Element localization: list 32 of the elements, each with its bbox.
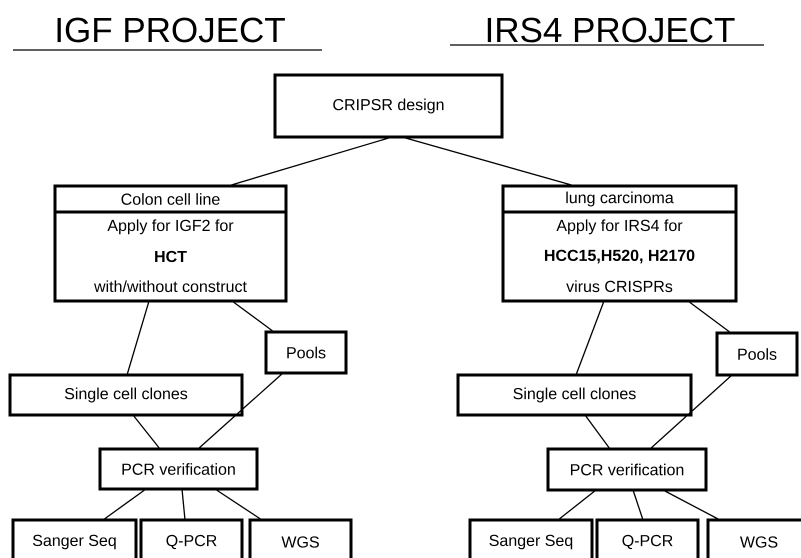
connector-line <box>688 300 732 334</box>
process-box: Single cell clones <box>8 374 244 416</box>
process-box: Pools <box>264 330 348 374</box>
process-box: Pools <box>716 332 798 376</box>
connector-line <box>575 300 605 376</box>
connector-line <box>228 136 392 187</box>
design-box: CRIPSR design <box>274 74 504 138</box>
process-box: Q-PCR <box>140 518 244 558</box>
connector-line <box>132 414 161 450</box>
process-box: Single cell clones <box>456 374 692 416</box>
connector-line <box>662 489 720 521</box>
process-box: PCR verification <box>546 448 708 492</box>
connector-line <box>126 300 150 376</box>
connector-line <box>558 490 596 521</box>
process-box: PCR verification <box>98 448 258 490</box>
project-heading: IRS4 PROJECT <box>450 18 764 46</box>
process-box: WGS <box>706 518 801 558</box>
process-box: Q-PCR <box>596 518 700 558</box>
connector-line <box>181 488 186 520</box>
connector-line <box>198 372 284 450</box>
connector-line <box>214 488 262 521</box>
process-box: Sanger Seq <box>12 518 138 558</box>
project-heading: IGF PROJECT <box>13 18 322 51</box>
connector-line <box>102 488 146 521</box>
process-box: WGS <box>248 518 352 558</box>
connector-line <box>584 414 611 450</box>
connector-line <box>632 490 644 520</box>
connector-line <box>650 374 732 450</box>
process-box: Colon cell line Apply for IGF2 for HCT with/without construct <box>54 184 288 302</box>
process-box: Sanger Seq <box>468 518 594 558</box>
connector-line <box>232 300 274 333</box>
process-box: lung carcinoma Apply for IRS4 for HCC15,H520, H2170 virus CRISPRs <box>502 184 738 302</box>
